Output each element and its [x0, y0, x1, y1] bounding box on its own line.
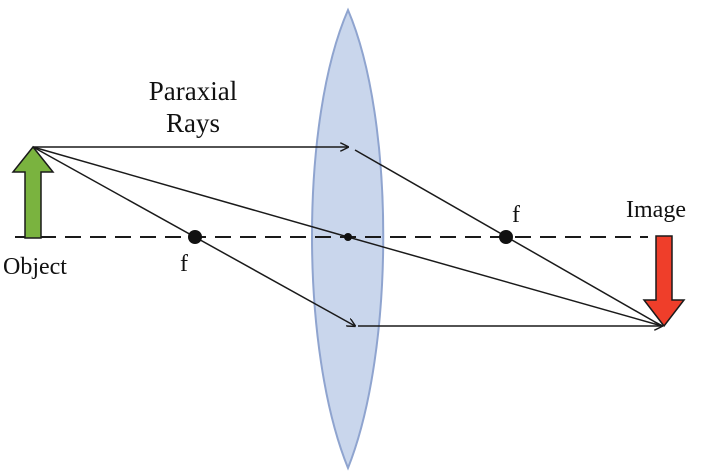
lens-center-point	[344, 233, 352, 241]
object-arrow	[11, 145, 55, 239]
focal-point-right	[499, 230, 513, 244]
focal-label-right: f	[512, 202, 520, 228]
image-arrow	[642, 235, 686, 328]
paraxial-rays-label-line1: Paraxial	[149, 76, 237, 106]
ray-central-incident	[32, 146, 349, 238]
ray-central-continued	[347, 236, 663, 327]
image-label: Image	[626, 197, 686, 223]
object-label: Object	[3, 254, 67, 280]
focal-point-left	[188, 230, 202, 244]
focal-label-left: f	[180, 251, 188, 277]
paraxial-rays-label-line2: Rays	[166, 108, 220, 138]
